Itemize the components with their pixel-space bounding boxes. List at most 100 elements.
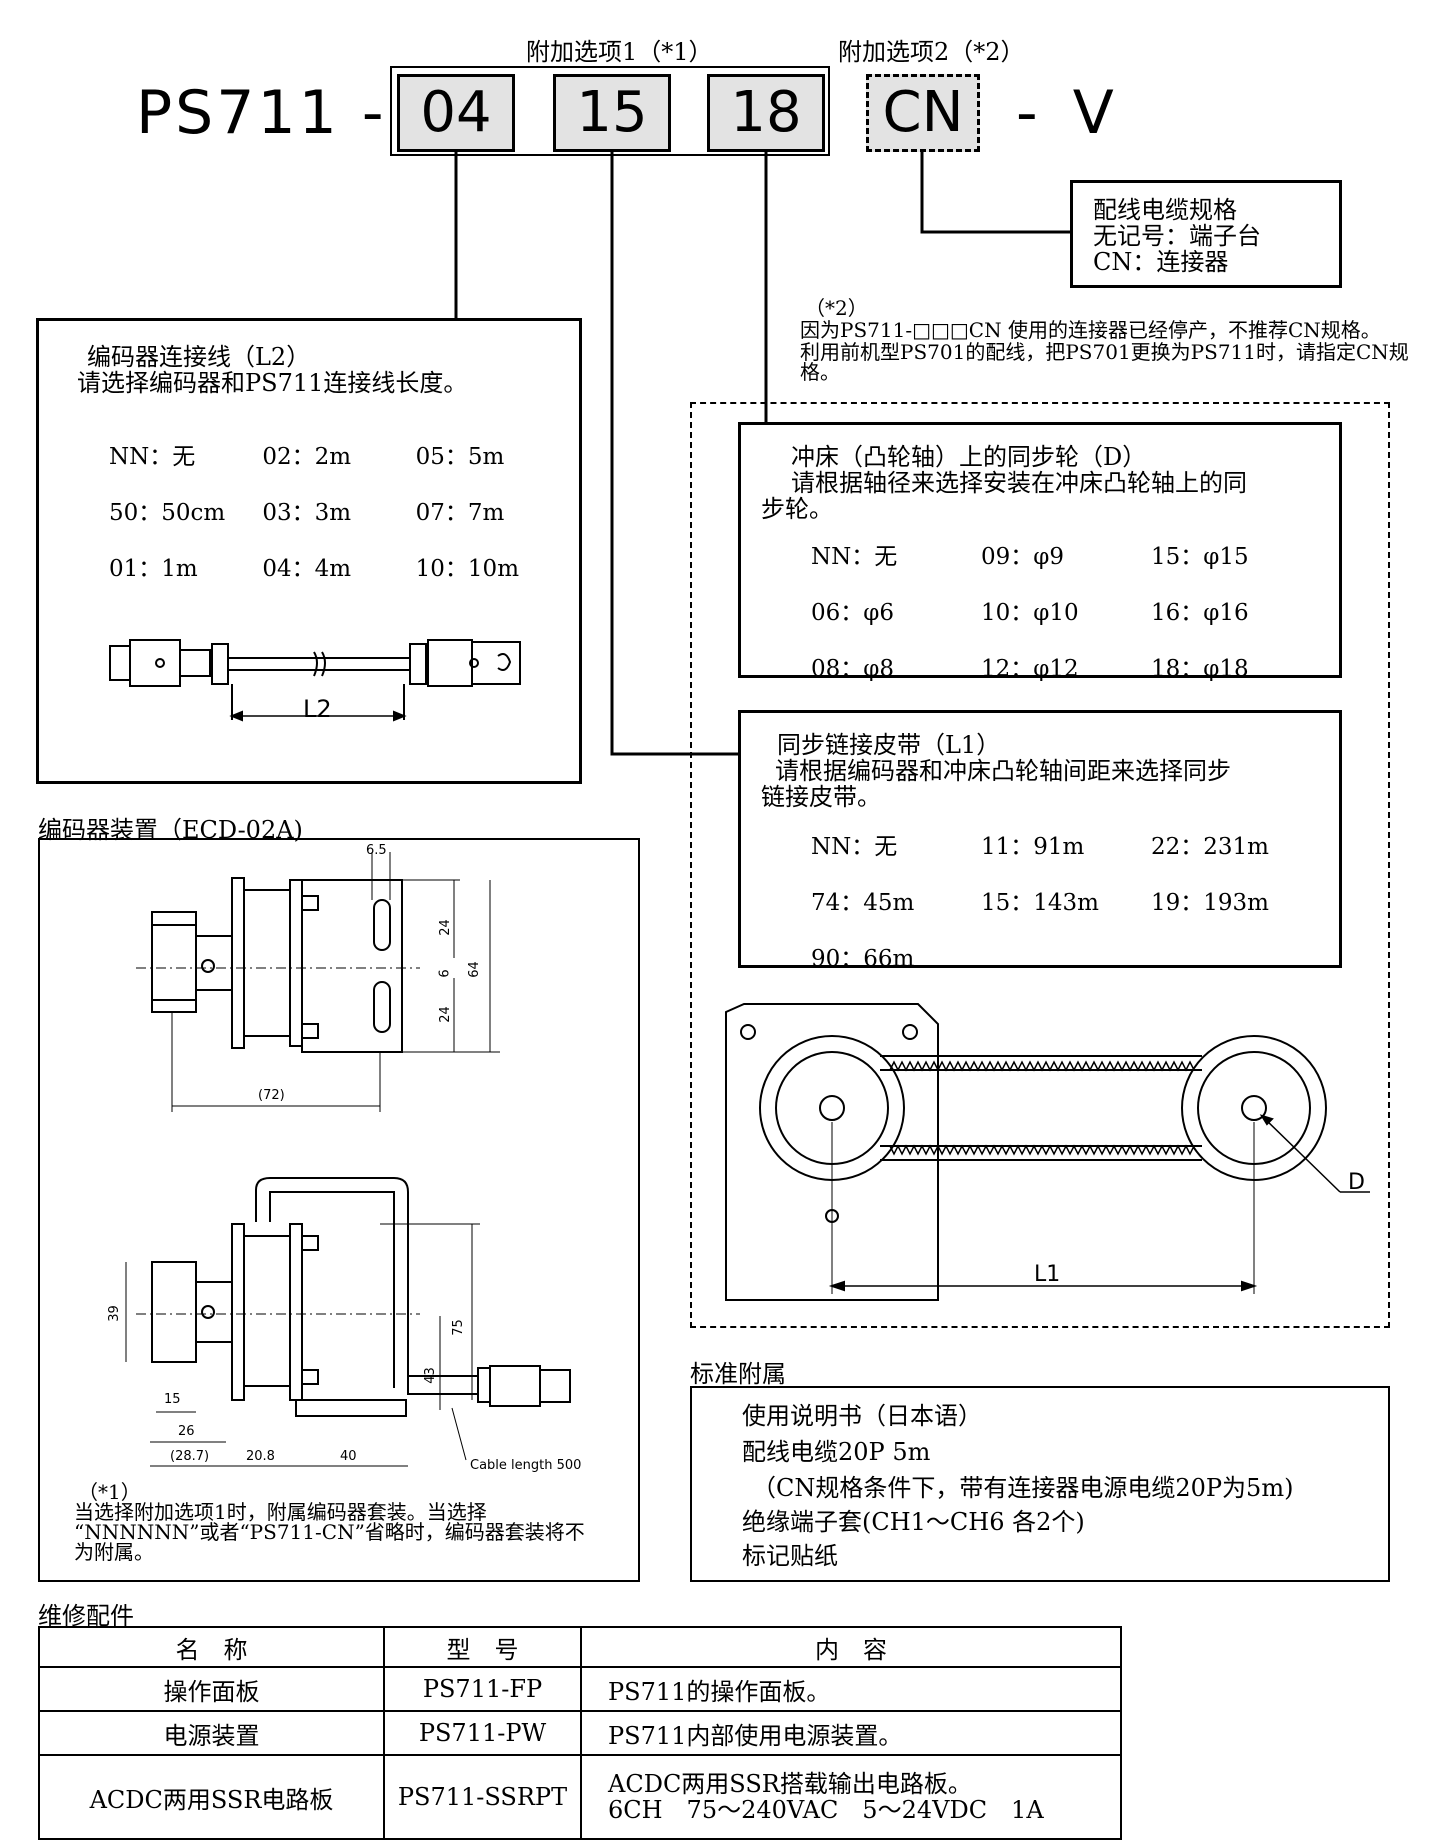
sprocket-belt-region	[690, 402, 1390, 1328]
header-content: 内 容	[580, 1626, 1122, 1668]
option-item: NN：无	[811, 544, 898, 570]
cable-spec-line1: 无记号：端子台	[1093, 222, 1261, 250]
dim-label: 6.5	[366, 843, 387, 858]
note2-line2: 利用前机型PS701的配线，把PS701更换为PS711时，请指定CN规	[800, 340, 1409, 364]
accessory-item: （CN规格条件下，带有连接器电源电缆20P为5m)	[752, 1474, 1294, 1502]
accessories-box: 使用说明书（日本语） 配线电缆20P 5m （CN规格条件下，带有连接器电源电缆…	[690, 1386, 1390, 1582]
dim-label: 24	[437, 919, 453, 936]
option-item: NN：无	[811, 834, 898, 860]
encoder-cable-title: 编码器连接线（L2）	[87, 343, 311, 371]
option1-label: 附加选项1（*1）	[526, 38, 713, 66]
accessory-item: 配线电缆20P 5m	[742, 1438, 931, 1466]
content-line: 6CH 75～240VAC 5～24VDC 1A	[608, 1796, 1044, 1824]
sprocket-options: NN：无 09：φ9 15：φ15 06：φ6 10：φ10 16：φ16 08…	[811, 537, 1321, 683]
encoder-cable-desc: 请选择编码器和PS711连接线长度。	[77, 369, 468, 397]
option-item: 01：1m	[109, 556, 198, 582]
table-row: ACDC两用SSR电路板 PS711-SSRPT ACDC两用SSR搭载输出电路…	[38, 1754, 1122, 1840]
option-item: 10：φ10	[981, 600, 1079, 626]
option-item: 05：5m	[415, 444, 505, 470]
note1-line2: “NNNNNN”或者“PS711-CN”省略时，编码器套装将不	[74, 1520, 585, 1544]
spares-title: 维修配件	[38, 1602, 134, 1630]
belt-desc-2: 链接皮带。	[761, 783, 881, 811]
dim-label: 40	[340, 1449, 357, 1464]
cell-model: PS711-SSRPT	[383, 1754, 582, 1840]
content-line: ACDC两用SSR搭载输出电路板。	[608, 1770, 972, 1798]
table-row: 电源装置 PS711-PW PS711内部使用电源装置。	[38, 1710, 1122, 1756]
dim-label: 75	[450, 1319, 466, 1336]
dim-label: 26	[178, 1424, 195, 1439]
option-item: 08：φ8	[811, 656, 895, 682]
header-name: 名 称	[38, 1626, 385, 1668]
code-encoder-cable: 04	[397, 74, 515, 152]
cell-model: PS711-FP	[383, 1666, 582, 1712]
option-item: 06：φ6	[811, 600, 895, 626]
cable-spec-title: 配线电缆规格	[1093, 196, 1237, 224]
cable-spec-box: 配线电缆规格 无记号：端子台 CN：连接器	[1070, 180, 1342, 288]
encoder-cable-box: 编码器连接线（L2） 请选择编码器和PS711连接线长度。 NN：无 02：2m…	[36, 318, 582, 784]
dim-label: (72)	[258, 1088, 285, 1103]
table-header-row: 名 称 型 号 内 容	[38, 1626, 1122, 1668]
l1-label: L1	[1034, 1262, 1061, 1287]
note2-line3: 格。	[800, 360, 840, 384]
option-item: 16：φ16	[1151, 600, 1249, 626]
l2-dim-label: L2	[303, 695, 332, 723]
note1-line3: 为附属。	[74, 1540, 154, 1564]
belt-title: 同步链接皮带（L1）	[777, 731, 1001, 759]
accessories-title: 标准附属	[690, 1360, 786, 1388]
dim-label: (28.7)	[170, 1449, 210, 1464]
option-item: 90：66m	[811, 946, 915, 972]
option-item: 50：50cm	[109, 500, 226, 526]
code-connector: CN	[866, 74, 980, 152]
dim-label: 64	[466, 961, 482, 978]
note2-mark: （*2）	[805, 296, 868, 320]
cell-model: PS711-PW	[383, 1710, 582, 1756]
dim-label: 39	[106, 1305, 122, 1322]
note1-line1: 当选择附加选项1时，附属编码器套装。当选择	[74, 1500, 487, 1524]
option-item: 10：10m	[415, 556, 519, 582]
cell-name: 操作面板	[38, 1666, 385, 1712]
header-model: 型 号	[383, 1626, 582, 1668]
option-item: 18：φ18	[1151, 656, 1249, 682]
option1-bracket	[390, 66, 830, 156]
code-belt: 15	[553, 74, 671, 152]
belt-box: 同步链接皮带（L1） 请根据编码器和冲床凸轮轴间距来选择同步 链接皮带。 NN：…	[738, 710, 1342, 972]
accessory-item: 标记贴纸	[742, 1542, 838, 1570]
spares-table: 名 称 型 号 内 容 操作面板 PS711-FP PS711的操作面板。 电源…	[38, 1626, 1122, 1840]
option-item: NN：无	[109, 444, 196, 470]
accessory-item: 绝缘端子套(CH1～CH6 各2个)	[742, 1508, 1085, 1536]
cell-content: PS711的操作面板。	[580, 1666, 1122, 1712]
table-row: 操作面板 PS711-FP PS711的操作面板。	[38, 1666, 1122, 1712]
encoder-cable-options: NN：无 02：2m 05：5m 50：50cm 03：3m 07：7m 01：…	[109, 437, 569, 583]
dim-label: 15	[164, 1392, 181, 1407]
sprocket-desc-2: 步轮。	[761, 495, 833, 523]
option-item: 04：4m	[262, 556, 352, 582]
sprocket-box: 冲床（凸轮轴）上的同步轮（D） 请根据轴径来选择安装在冲床凸轮轴上的同 步轮。 …	[738, 422, 1342, 682]
option-item: 15：143m	[981, 890, 1099, 916]
belt-options: NN：无 11：91m 22：231m 74：45m 15：143m 19：19…	[811, 827, 1321, 973]
d-label: D	[1348, 1170, 1365, 1195]
option-item: 15：φ15	[1151, 544, 1249, 570]
dim-label: 20.8	[246, 1449, 275, 1464]
option-item: 74：45m	[811, 890, 915, 916]
dim-label: 6	[437, 969, 453, 978]
cell-name: 电源装置	[38, 1710, 385, 1756]
option-item: 03：3m	[262, 500, 352, 526]
belt-desc-1: 请根据编码器和冲床凸轮轴间距来选择同步	[775, 757, 1231, 785]
option-item: 12：φ12	[981, 656, 1079, 682]
option-item: 02：2m	[262, 444, 352, 470]
accessory-item: 使用说明书（日本语）	[742, 1402, 982, 1430]
option-item: 11：91m	[981, 834, 1085, 860]
cell-content: ACDC两用SSR搭载输出电路板。 6CH 75～240VAC 5～24VDC …	[580, 1754, 1122, 1840]
sprocket-desc-1: 请根据轴径来选择安装在冲床凸轮轴上的同	[791, 469, 1247, 497]
note2-line1: 因为PS711-□□□CN 使用的连接器已经停产，不推荐CN规格。	[800, 318, 1381, 342]
cell-name: ACDC两用SSR电路板	[38, 1754, 385, 1840]
code-sprocket: 18	[707, 74, 825, 152]
model-prefix: PS711 -	[136, 78, 387, 148]
dim-label: 43	[422, 1367, 438, 1384]
cable-spec-line2: CN：连接器	[1093, 248, 1229, 276]
note1-mark: （*1）	[78, 1480, 141, 1504]
option-item: 19：193m	[1151, 890, 1269, 916]
cell-content: PS711内部使用电源装置。	[580, 1710, 1122, 1756]
option-item: 22：231m	[1151, 834, 1269, 860]
option-item: 07：7m	[415, 500, 505, 526]
